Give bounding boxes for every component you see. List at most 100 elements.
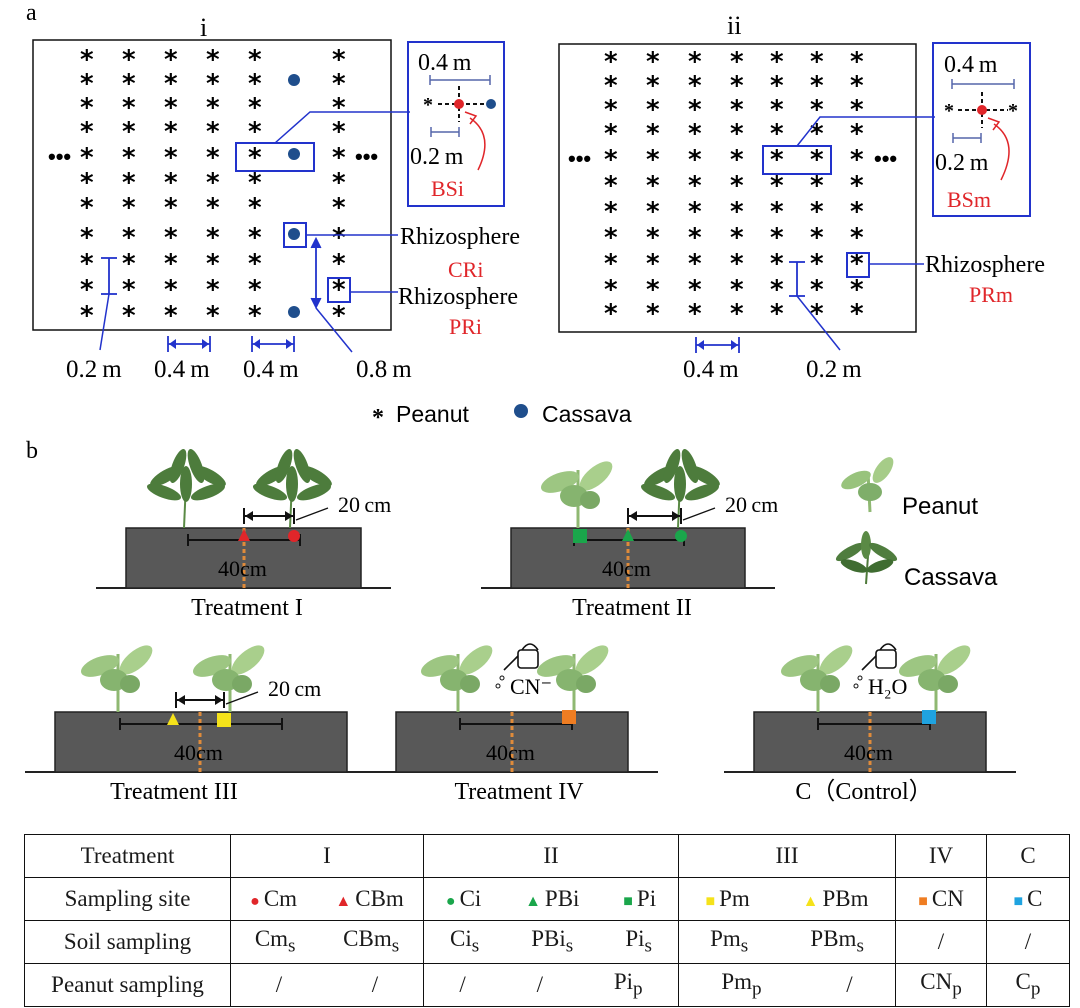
peanut-cell: Pmp (721, 969, 762, 1000)
peanut-plant-mark: * (164, 168, 178, 198)
watering-can-icon (853, 643, 897, 689)
peanut-plant-mark: * (122, 301, 136, 331)
watering-can-icon (495, 643, 539, 689)
peanut-plant-mark: * (604, 171, 618, 201)
dim-label-0-2m-ii: 0.2 m (806, 356, 862, 383)
peanut-cell: / (846, 972, 853, 997)
peanut-plant-mark: * (332, 143, 346, 173)
inset-ii-peanut-mark-l: * (944, 100, 954, 122)
site-pi: ■Pi (623, 886, 657, 911)
soil-cell: Cis (450, 926, 480, 957)
peanut-plant-mark: * (122, 45, 136, 75)
peanut-plant-mark: * (688, 71, 702, 101)
peanut-plant-mark: * (332, 117, 346, 147)
peanut-plant-mark: * (80, 223, 94, 253)
inset-ii-dist-top: 0.4 m (944, 52, 998, 78)
peanut-plant-mark: * (332, 223, 346, 253)
square-marker-icon (573, 529, 587, 543)
peanut-plant-icon (420, 645, 493, 712)
field-i-border (32, 39, 392, 331)
circle-marker-icon (288, 530, 300, 542)
triangle-marker-icon (238, 529, 250, 541)
inset-i-peanut-mark: * (423, 94, 433, 116)
row-label: Sampling site (24, 877, 231, 921)
peanut-plant-mark: * (122, 223, 136, 253)
peanut-plant-mark: * (810, 249, 824, 279)
peanut-plant-mark: * (730, 47, 744, 77)
peanut-plant-mark: * (122, 168, 136, 198)
distance-label: 20 cm (725, 492, 778, 517)
width-label: 40cm (602, 556, 651, 581)
field-ii-border (558, 43, 917, 333)
peanut-plant-mark: * (688, 223, 702, 253)
peanut-plant-mark: * (248, 45, 262, 75)
peanut-plant-mark: * (332, 275, 346, 305)
peanut-plant-mark: * (122, 69, 136, 99)
legend-b-peanut-icon (841, 457, 894, 513)
chemical-label: CN⁻ (510, 674, 552, 699)
treatment-label: Treatment I (191, 595, 303, 621)
cassava-plant-dot (288, 228, 300, 240)
peanut-plant-mark: * (646, 71, 660, 101)
peanut-plant-mark: * (730, 95, 744, 125)
width-label: 40cm (218, 556, 267, 581)
soil-cell: CBms (343, 926, 400, 957)
table-row: Peanut sampling / / / / Pip Pmp / CNp Cp (24, 963, 1070, 1007)
peanut-plant-mark: * (730, 249, 744, 279)
dim-0-4m-ii (695, 337, 740, 353)
peanut-plant-mark: * (688, 95, 702, 125)
peanut-plant-mark: * (206, 301, 220, 331)
peanut-plant-mark: * (332, 249, 346, 279)
peanut-plant-mark: * (604, 145, 618, 175)
peanut-plant-mark: * (646, 171, 660, 201)
peanut-plant-mark: * (332, 93, 346, 123)
peanut-cell: CNp (895, 963, 987, 1007)
peanut-plant-mark: * (164, 93, 178, 123)
peanut-plant-mark: * (646, 95, 660, 125)
site-pbi: ▲PBi (525, 886, 580, 911)
inset-ii-site-label: BSm (947, 187, 991, 212)
peanut-plant-mark: * (646, 223, 660, 253)
peanut-plant-mark: * (770, 299, 784, 329)
peanut-plant-mark: * (810, 275, 824, 305)
rhizo-pri-site: PRi (449, 314, 482, 339)
peanut-plant-mark: * (604, 47, 618, 77)
sampling-table: Treatment I II III IV C Sampling site ●C… (24, 834, 1070, 1007)
soil-cell: / (986, 920, 1070, 964)
peanut-plant-mark: * (164, 69, 178, 99)
peanut-plant-mark: * (770, 249, 784, 279)
inset-i-dist-bottom: 0.2 m (410, 144, 464, 170)
field-i-rhizo-peanut-box (327, 277, 351, 303)
width-label: 40cm (486, 740, 535, 765)
peanut-plant-mark: * (332, 193, 346, 223)
peanut-plant-mark: * (850, 197, 864, 227)
peanut-plant-mark: * (730, 223, 744, 253)
peanut-plant-icon (536, 645, 609, 712)
dim-label-0-8m: 0.8 m (356, 356, 412, 383)
rhizo-cri-site: CRi (448, 257, 483, 282)
triangle-marker-icon (167, 713, 179, 725)
peanut-plant-mark: * (248, 301, 262, 331)
square-marker-icon: ■ (705, 893, 716, 910)
peanut-plant-mark: * (122, 117, 136, 147)
peanut-plant-mark: * (850, 171, 864, 201)
peanut-cell: Pip (613, 969, 643, 1000)
inset-i (407, 41, 505, 207)
peanut-plant-mark: * (730, 119, 744, 149)
distance-label: 20 cm (338, 492, 391, 517)
peanut-plant-mark: * (80, 275, 94, 305)
soil-cell: Pis (625, 926, 652, 957)
peanut-plant-mark: * (810, 299, 824, 329)
peanut-plant-mark: * (770, 119, 784, 149)
peanut-plant-mark: * (80, 249, 94, 279)
site-cn: ■CN (918, 886, 964, 911)
site-pbm: ▲PBm (802, 886, 869, 911)
peanut-plant-mark: * (604, 223, 618, 253)
peanut-plant-mark: * (810, 197, 824, 227)
field-i-plants: ****************************************… (80, 45, 346, 331)
peanut-plant-mark: * (770, 171, 784, 201)
peanut-plant-mark: * (248, 69, 262, 99)
row-label: Soil sampling (24, 920, 231, 964)
table-header-cell: III (678, 834, 896, 878)
